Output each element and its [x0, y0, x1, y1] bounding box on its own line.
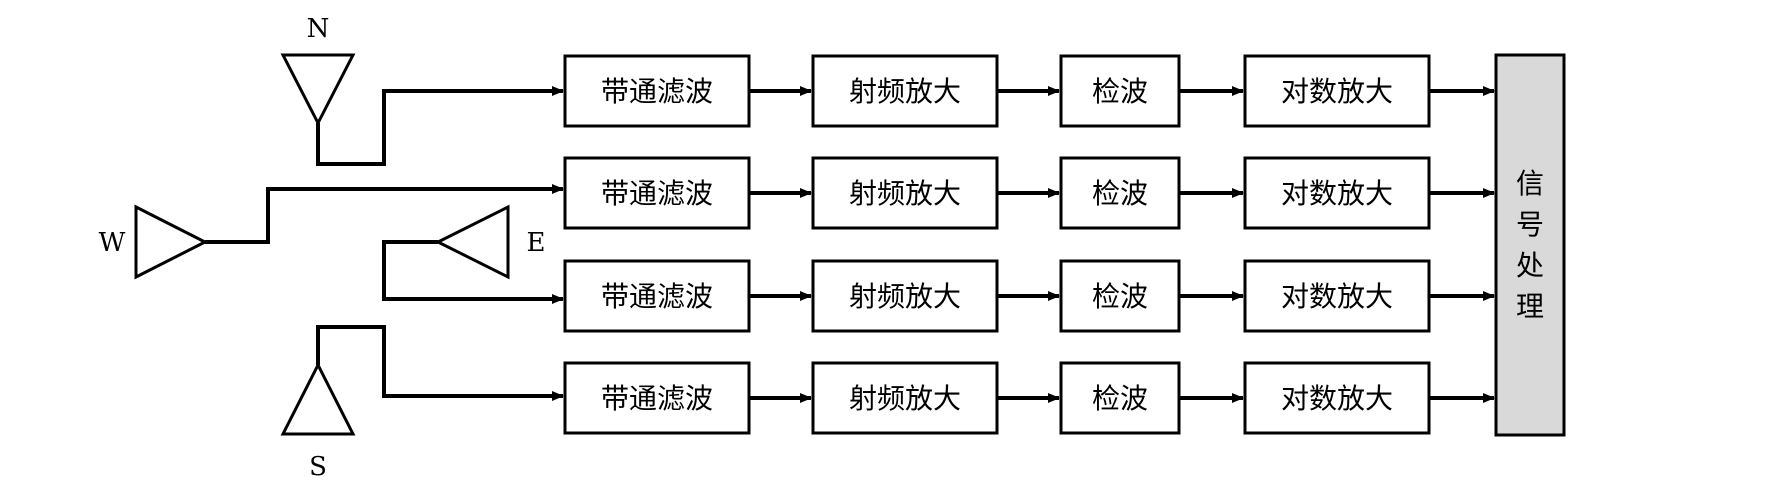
log-amp-label: 对数放大	[1281, 177, 1393, 210]
antenna-north-icon	[280, 53, 356, 127]
antenna-west-label: W	[99, 228, 126, 258]
detect-label: 检波	[1092, 280, 1148, 313]
feed-line-south	[316, 325, 564, 401]
signal-processor-char-2: 号	[1516, 208, 1544, 241]
signal-processor-char-4: 理	[1516, 290, 1544, 323]
channel-row-west: 带通滤波 射频放大 检波 对数放大	[563, 156, 1495, 230]
bandpass-box	[563, 259, 751, 333]
detect-box	[1059, 361, 1181, 435]
antenna-south-icon	[280, 361, 356, 436]
feed-line-west	[205, 184, 564, 244]
detect-label: 检波	[1092, 177, 1148, 210]
log-amp-label: 对数放大	[1281, 75, 1393, 108]
rf-amp-label: 射频放大	[849, 382, 961, 415]
rf-amp-label: 射频放大	[849, 75, 961, 108]
rf-amp-label: 射频放大	[849, 280, 961, 313]
detect-label: 检波	[1092, 75, 1148, 108]
antenna-east: E	[434, 204, 546, 280]
bandpass-box	[563, 361, 751, 435]
bandpass-label: 带通滤波	[601, 382, 713, 415]
bandpass-box	[563, 54, 751, 128]
log-amp-label: 对数放大	[1281, 382, 1393, 415]
bandpass-label: 带通滤波	[601, 177, 713, 210]
antenna-south-label: S	[309, 452, 327, 482]
detect-box	[1059, 156, 1181, 230]
detect-box	[1059, 259, 1181, 333]
log-amp-box	[1243, 54, 1431, 128]
signal-processor-char-1: 信	[1516, 167, 1544, 200]
antenna-north-label: N	[307, 14, 330, 44]
rf-amp-box	[811, 156, 999, 230]
channel-row-north: 带通滤波 射频放大 检波 对数放大	[563, 54, 1495, 128]
antenna-west-icon	[134, 204, 209, 280]
feed-line-east	[382, 240, 564, 304]
log-amp-label: 对数放大	[1281, 280, 1393, 313]
feed-line-north	[316, 86, 564, 166]
antenna-north: N	[280, 14, 356, 127]
rf-amp-box	[811, 259, 999, 333]
feed-lines	[205, 86, 564, 401]
bandpass-label: 带通滤波	[601, 280, 713, 313]
antenna-south: S	[280, 361, 356, 482]
channel-row-south: 带通滤波 射频放大 检波 对数放大	[563, 361, 1495, 435]
signal-processor-box	[1494, 53, 1566, 437]
channel-row-east: 带通滤波 射频放大 检波 对数放大	[563, 259, 1495, 333]
detect-label: 检波	[1092, 382, 1148, 415]
antenna-west: W	[99, 204, 209, 280]
antenna-east-icon	[434, 204, 510, 280]
log-amp-box	[1243, 259, 1431, 333]
bandpass-label: 带通滤波	[601, 75, 713, 108]
signal-processor: 信 号 处 理	[1494, 53, 1566, 437]
channel-chains: 带通滤波射频放大检波对数放大带通滤波射频放大检波对数放大带通滤波射频放大检波对数…	[563, 54, 1495, 435]
antenna-east-label: E	[527, 228, 546, 258]
signal-processor-char-3: 处	[1516, 249, 1544, 282]
rf-amp-label: 射频放大	[849, 177, 961, 210]
